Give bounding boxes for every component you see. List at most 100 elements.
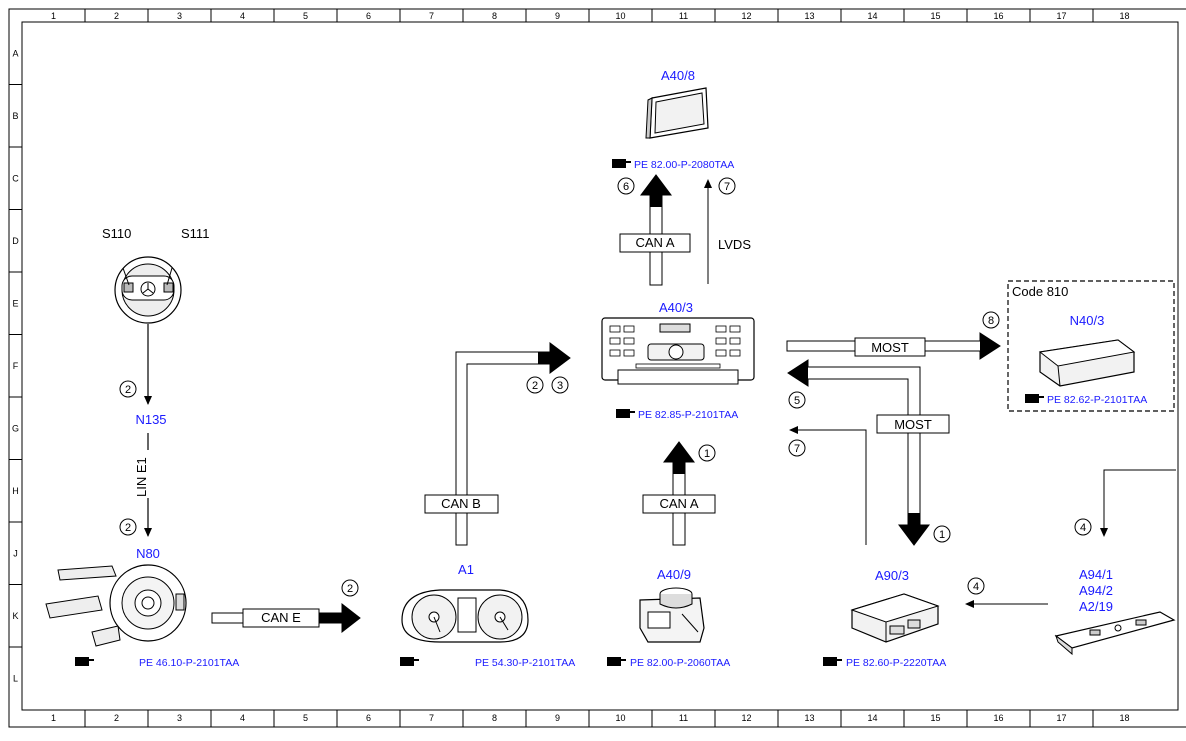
- bus-box-can-e: [242, 608, 320, 628]
- column-index: 6: [366, 11, 371, 21]
- step-circle: [982, 311, 1000, 329]
- tuner-module-icon: [850, 593, 940, 643]
- arrow-into-antenna: [1100, 469, 1176, 537]
- s111-leader: [166, 267, 173, 286]
- column-index: 11: [679, 11, 688, 21]
- reference-hand-icon: [607, 657, 626, 666]
- step-number: 1: [704, 448, 710, 460]
- step-number: 1: [939, 529, 945, 541]
- column-index: 3: [177, 713, 182, 723]
- step-circle: [526, 376, 544, 394]
- column-index: 16: [993, 713, 1003, 723]
- steering-wheel-icon: [114, 256, 182, 324]
- column-index: 11: [679, 713, 688, 723]
- instrument-cluster-icon: [401, 589, 529, 643]
- bus-label-most-loop: MOST: [894, 417, 932, 432]
- label-n40-3: N40/3: [1070, 313, 1105, 328]
- bus-label-most-out: MOST: [871, 340, 909, 355]
- column-index: 7: [429, 713, 434, 723]
- label-s110: S110: [102, 226, 131, 241]
- column-index: 14: [867, 713, 877, 723]
- head-unit-icon: [601, 317, 755, 385]
- step-circle: [788, 439, 806, 457]
- step-number: 3: [557, 380, 563, 392]
- column-index: 10: [615, 11, 625, 21]
- row-index: C: [12, 173, 19, 183]
- controller-knob-icon: [639, 587, 705, 643]
- steering-column-module-icon: [45, 564, 187, 647]
- step-circle: [718, 177, 736, 195]
- bus-box-can-a-lower: [642, 494, 716, 514]
- bus-box-most-loop: [876, 414, 950, 434]
- row-index: B: [12, 111, 18, 121]
- ref-n80: PE 46.10-P-2101TAA: [139, 657, 239, 669]
- ref-a90-3: PE 82.60-P-2220TAA: [846, 657, 946, 669]
- ref-a1: PE 54.30-P-2101TAA: [475, 657, 575, 669]
- column-index: 8: [492, 713, 497, 723]
- reference-hand-icon: [612, 159, 631, 168]
- column-index: 14: [867, 11, 877, 21]
- lin-label-bg: [131, 450, 149, 498]
- reference-hand-icon: [616, 409, 635, 418]
- column-index: 16: [993, 11, 1003, 21]
- row-index: G: [12, 423, 19, 433]
- bus-label-can-a-lower: CAN A: [659, 496, 698, 511]
- ref-a40-3: PE 82.85-P-2101TAA: [638, 409, 738, 421]
- label-a94-1: A94/1: [1079, 567, 1113, 582]
- column-index: 4: [240, 713, 245, 723]
- step-number: 7: [794, 443, 800, 455]
- can-b-arrow: [455, 342, 571, 546]
- column-index: 18: [1119, 11, 1129, 21]
- column-index: 12: [741, 713, 751, 723]
- column-index: 4: [240, 11, 245, 21]
- label-s111: S111: [181, 226, 209, 241]
- step-number: 5: [794, 395, 800, 407]
- bus-label-can-a-top: CAN A: [635, 235, 674, 250]
- column-index: 15: [930, 713, 940, 723]
- antenna-module-icon: [1054, 611, 1176, 656]
- column-index: 7: [429, 11, 434, 21]
- bus-label-can-b: CAN B: [441, 496, 481, 511]
- step-number: 6: [623, 181, 629, 193]
- step-circle: [119, 380, 137, 398]
- bus-box-most-out: [854, 337, 926, 357]
- bus-box-can-b: [424, 494, 499, 514]
- step-number: 8: [988, 315, 994, 327]
- step-circle: [698, 444, 716, 462]
- row-index: A: [12, 48, 18, 58]
- column-index: 10: [615, 713, 625, 723]
- ref-n40-3: PE 82.62-P-2101TAA: [1047, 394, 1147, 406]
- step-circle: [617, 177, 635, 195]
- label-code-810: Code 810: [1012, 284, 1068, 299]
- column-index: 9: [555, 11, 560, 21]
- step-circle: [341, 579, 359, 597]
- reference-hand-icon: [400, 657, 419, 666]
- code-810-box: [1007, 280, 1175, 412]
- ref-a40-8: PE 82.00-P-2080TAA: [634, 159, 734, 171]
- label-a90-3: A90/3: [875, 568, 909, 583]
- column-index: 1: [51, 11, 56, 21]
- step-circle: [788, 391, 806, 409]
- column-index: 15: [930, 11, 940, 21]
- column-index: 6: [366, 713, 371, 723]
- column-index: 2: [114, 11, 119, 21]
- ref-a40-9: PE 82.00-P-2060TAA: [630, 657, 730, 669]
- row-index: J: [13, 548, 18, 558]
- column-index: 5: [303, 713, 308, 723]
- reference-hand-icon: [1025, 394, 1044, 403]
- column-index: 5: [303, 11, 308, 21]
- can-a-lower-arrow: [663, 441, 695, 546]
- column-index: 13: [804, 713, 814, 723]
- column-index: 1: [51, 713, 56, 723]
- column-index: 2: [114, 713, 119, 723]
- bus-box-can-a-top: [619, 233, 691, 253]
- bus-label-lvds: LVDS: [718, 237, 751, 252]
- row-index: L: [13, 673, 18, 683]
- label-a94-2: A94/2: [1079, 583, 1113, 598]
- step-circle: [967, 577, 985, 595]
- label-a2-19: A2/19: [1079, 599, 1113, 614]
- step-circle: [551, 376, 569, 394]
